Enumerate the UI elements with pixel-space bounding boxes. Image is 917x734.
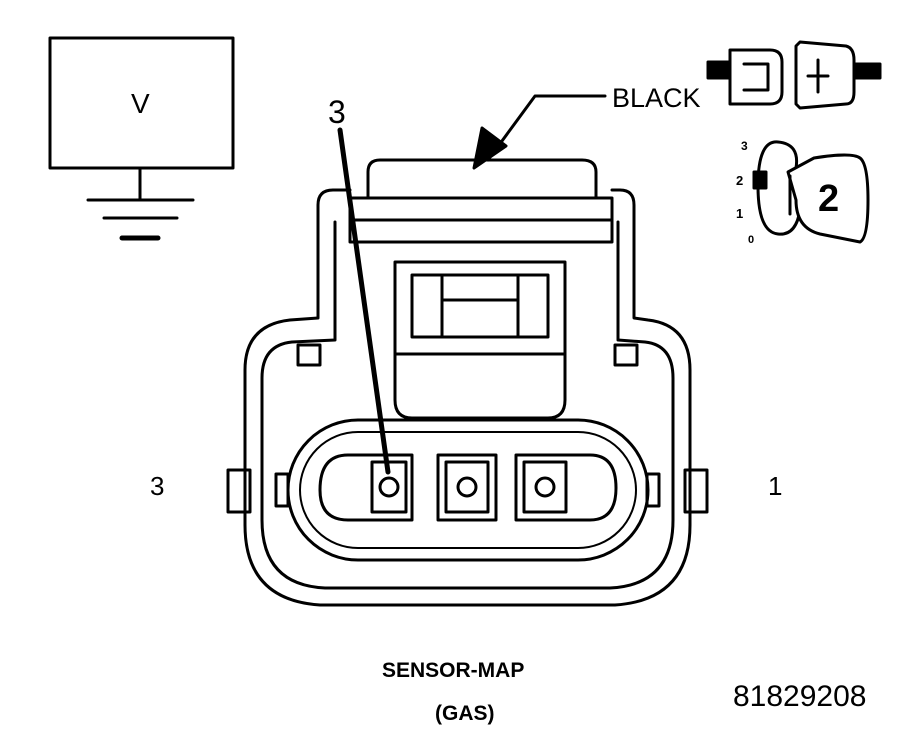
probe-pin-label: 3	[328, 94, 346, 130]
title-line-1: SENSOR-MAP	[382, 659, 525, 682]
probe-leader	[337, 127, 391, 475]
dial-tick-0: 0	[748, 234, 755, 246]
connector-color-label: BLACK	[612, 83, 701, 113]
voltmeter-label: V	[131, 88, 150, 119]
voltmeter-symbol	[48, 36, 235, 241]
terminal-pin-2	[436, 453, 498, 522]
dial-selected-position: 2	[818, 178, 840, 220]
title-line-2: (GAS)	[435, 702, 495, 725]
terminal-pin-3	[318, 453, 414, 522]
pin-left-label: 3	[150, 471, 165, 501]
dial-tick-1: 1	[736, 206, 744, 221]
dial-tick-3: 3	[741, 139, 748, 153]
figure-number: 81829208	[733, 680, 867, 713]
connector-housing	[226, 158, 709, 607]
terminal-cavity	[286, 418, 650, 562]
position-dial-icon	[752, 140, 870, 244]
color-callout-arrow	[472, 94, 607, 170]
mating-connector-icon	[706, 40, 882, 110]
dial-tick-2: 2	[736, 173, 744, 188]
pin-right-label: 1	[768, 471, 783, 501]
terminal-pin-1	[514, 453, 618, 522]
